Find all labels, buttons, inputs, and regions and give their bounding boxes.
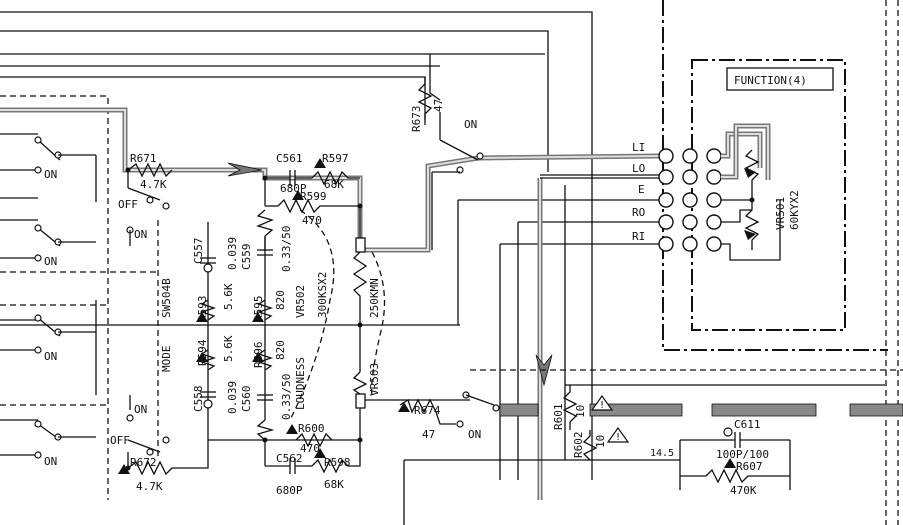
- r600-value: 470: [300, 442, 320, 455]
- r593-ref: R593: [196, 296, 209, 323]
- r593-value: 5.6K: [222, 283, 235, 310]
- signal-arrow-icon: [227, 162, 263, 177]
- jack-label-lo: LO: [632, 162, 645, 175]
- lower-channel: R594 5.6K R596 820 C558 0.039 C560 0.33/…: [110, 325, 470, 497]
- jack-label-ro: RO: [632, 206, 645, 219]
- vr502-value: 300KSX2: [316, 272, 329, 318]
- switch-on-label: ON: [44, 255, 57, 268]
- r607-value: 470K: [730, 484, 757, 497]
- switch-group-3: ON: [0, 300, 97, 395]
- function-block: FUNCTION(4) LI LO E RO RI VR501 60KYX2: [632, 0, 888, 351]
- function-label: FUNCTION(4): [734, 74, 807, 87]
- mode-label: MODE: [160, 346, 173, 373]
- jack-grid: [658, 148, 722, 252]
- switch-on-label: ON: [44, 455, 57, 468]
- left-switch-bank: ON ON ON: [0, 95, 460, 500]
- r671-ref: R671: [130, 152, 157, 165]
- jack-wiring: [499, 174, 660, 500]
- c611-ref: C611: [734, 418, 761, 431]
- loudness-label: LOUDNESS: [294, 357, 307, 410]
- r597-value: 68K: [324, 178, 344, 191]
- lower-right-section: R601 10 ! R602 10 ! 14.5 C611 100P/100 R…: [403, 0, 903, 525]
- switch-on-label: ON: [134, 228, 147, 241]
- jack-label-ri: RI: [632, 230, 645, 243]
- switch-off-label: OFF: [118, 198, 138, 211]
- switch-on-label: ON: [464, 118, 477, 131]
- r674-ref: R674: [414, 404, 441, 417]
- r599-ref: R599: [300, 190, 327, 203]
- svg-text:!: !: [615, 432, 621, 443]
- voltage-label: 14.5: [650, 448, 674, 459]
- jack-label-li: LI: [632, 141, 645, 154]
- r672-ref: R672: [130, 456, 157, 469]
- c562-ref: C562: [276, 452, 303, 465]
- c562-value: 680P: [276, 484, 303, 497]
- c560-ref: C560: [240, 386, 253, 413]
- switch-off-label: OFF: [110, 434, 130, 447]
- c557-ref: C557: [192, 238, 205, 265]
- c561-value: 680P: [280, 182, 307, 195]
- c558-ref: C558: [192, 386, 205, 413]
- c559-ref: C559: [240, 244, 253, 271]
- r601-ref: R601: [552, 404, 565, 431]
- switch-on-label: ON: [44, 350, 57, 363]
- r594-ref: R594: [196, 339, 209, 366]
- vr502-ref: VR502: [294, 285, 307, 318]
- r598-ref: R598: [324, 456, 351, 469]
- r673-ref: R673: [410, 106, 423, 133]
- vr501-value: 60KYX2: [788, 190, 801, 230]
- c558-value: 0.039: [226, 381, 239, 414]
- r596-value: 820: [274, 340, 287, 360]
- vr501-ref: VR501: [774, 197, 787, 230]
- upper-channel: R671 4.7K OFF ON C561 680P R597 68K R599…: [118, 152, 386, 421]
- top-bus-wires: [0, 11, 593, 480]
- switch-group-4: ON: [0, 419, 96, 468]
- r672-value: 4.7K: [136, 480, 163, 493]
- r602-ref: R602: [572, 432, 585, 459]
- r595-ref: R595: [252, 296, 265, 323]
- c559-value: 0.33/50: [280, 226, 293, 272]
- r600-ref: R600: [298, 422, 325, 435]
- r597-ref: R597: [322, 152, 349, 165]
- vr503-value: 250KMN: [368, 278, 381, 318]
- c557-value: 0.039: [226, 237, 239, 270]
- caution-icon: [606, 426, 630, 443]
- r607-ref: R607: [736, 460, 763, 473]
- c611-value: 100P/100: [716, 448, 769, 461]
- r674-value: 47: [422, 428, 435, 441]
- r595-value: 820: [274, 290, 287, 310]
- r599-value: 470: [302, 214, 322, 227]
- c561-ref: C561: [276, 152, 303, 165]
- r598-value: 68K: [324, 478, 344, 491]
- jack-label-e: E: [638, 183, 645, 196]
- switch-on-label: ON: [44, 168, 57, 181]
- sw504b-ref: SW504B: [160, 278, 173, 318]
- r673-value: 47: [432, 99, 445, 112]
- c560-value: 0.33/50: [280, 374, 293, 420]
- vr503-ref: VR503: [368, 363, 381, 396]
- svg-text:!: !: [599, 400, 605, 411]
- r596-ref: R596: [252, 342, 265, 369]
- switch-on-label: ON: [468, 428, 481, 441]
- caution-icon: [590, 394, 614, 411]
- r594-value: 5.6K: [222, 335, 235, 362]
- switch-on-label: ON: [134, 403, 147, 416]
- output-switches: R673 47 ON R674 47 ON: [398, 77, 660, 441]
- switch-group-1: ON: [0, 133, 97, 202]
- switch-group-2: ON: [0, 219, 96, 268]
- r601-value: 10: [574, 405, 587, 418]
- r602-value: 10: [594, 435, 607, 448]
- r671-value: 4.7K: [140, 178, 167, 191]
